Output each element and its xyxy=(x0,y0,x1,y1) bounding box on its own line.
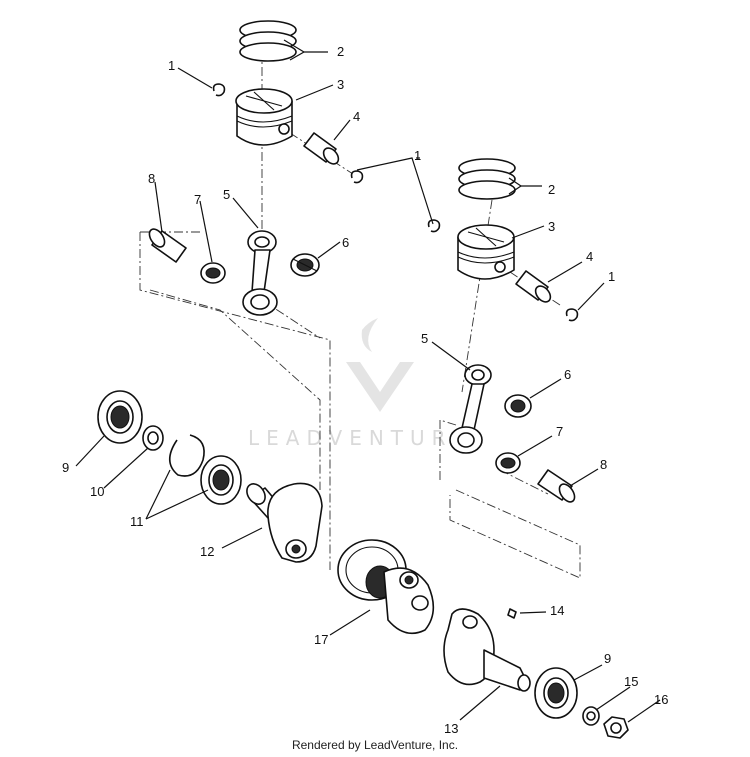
connecting-rod-right xyxy=(449,364,492,454)
callout-8: 8 xyxy=(148,171,155,186)
callout-13: 13 xyxy=(444,721,458,736)
callout-6: 6 xyxy=(564,367,571,382)
circlip-right-b xyxy=(565,308,579,322)
callout-labels: 1 2 3 4 1 8 7 5 6 2 3 4 1 5 6 7 8 9 10 1… xyxy=(62,44,668,736)
piston-rings-right xyxy=(458,158,516,200)
bushing-8-left xyxy=(148,228,187,263)
crank-half-12 xyxy=(246,482,323,563)
callout-1: 1 xyxy=(168,58,175,73)
callout-1: 1 xyxy=(414,148,421,163)
needle-bearing-7-right xyxy=(495,452,521,474)
leader-lines xyxy=(75,39,661,723)
callout-7: 7 xyxy=(556,424,563,439)
callout-6: 6 xyxy=(342,235,349,250)
callout-4: 4 xyxy=(586,249,593,264)
callout-2: 2 xyxy=(548,182,555,197)
callout-2: 2 xyxy=(337,44,344,59)
washer-15 xyxy=(582,706,600,726)
callout-8: 8 xyxy=(600,457,607,472)
callout-9: 9 xyxy=(604,651,611,666)
needle-bearing-6-left xyxy=(290,253,320,277)
callout-5: 5 xyxy=(223,187,230,202)
piston-right xyxy=(457,224,515,280)
crank-assembly-17 xyxy=(337,539,435,635)
circlip-right-a xyxy=(427,219,441,233)
callout-14: 14 xyxy=(550,603,564,618)
woodruff-key-14 xyxy=(507,608,517,619)
callout-12: 12 xyxy=(200,544,214,559)
render-credit: Rendered by LeadVenture, Inc. xyxy=(291,738,459,752)
bushing-8-right xyxy=(537,469,576,503)
circlip-11 xyxy=(168,434,205,477)
piston-pin-left xyxy=(303,132,340,165)
callout-11: 11 xyxy=(130,514,144,529)
needle-bearing-7-left xyxy=(200,262,226,284)
callout-9: 9 xyxy=(62,460,69,475)
callout-5: 5 xyxy=(421,331,428,346)
callout-3: 3 xyxy=(337,77,344,92)
main-bearing-9-right xyxy=(534,667,578,719)
bearing-11 xyxy=(200,455,242,505)
callout-15: 15 xyxy=(624,674,638,689)
piston-rings-left xyxy=(239,20,297,62)
callout-3: 3 xyxy=(548,219,555,234)
callout-17: 17 xyxy=(314,632,328,647)
circlip-left-a xyxy=(212,83,226,97)
leadventure-watermark: LEADVENTURE xyxy=(248,318,472,450)
callout-10: 10 xyxy=(90,484,104,499)
callout-4: 4 xyxy=(353,109,360,124)
needle-bearing-6-right xyxy=(504,394,532,418)
callout-7: 7 xyxy=(194,192,201,207)
piston-pin-right xyxy=(515,270,552,303)
callout-16: 16 xyxy=(654,692,668,707)
washer-10 xyxy=(142,425,164,451)
connecting-rod-left xyxy=(242,230,278,316)
piston-left xyxy=(235,88,293,146)
nut-16 xyxy=(603,716,629,739)
circlip-left-b xyxy=(350,170,364,184)
watermark-text: LEADVENTURE xyxy=(248,426,472,450)
callout-1: 1 xyxy=(608,269,615,284)
crank-half-13 xyxy=(443,608,531,692)
main-bearing-9-left xyxy=(97,390,143,444)
